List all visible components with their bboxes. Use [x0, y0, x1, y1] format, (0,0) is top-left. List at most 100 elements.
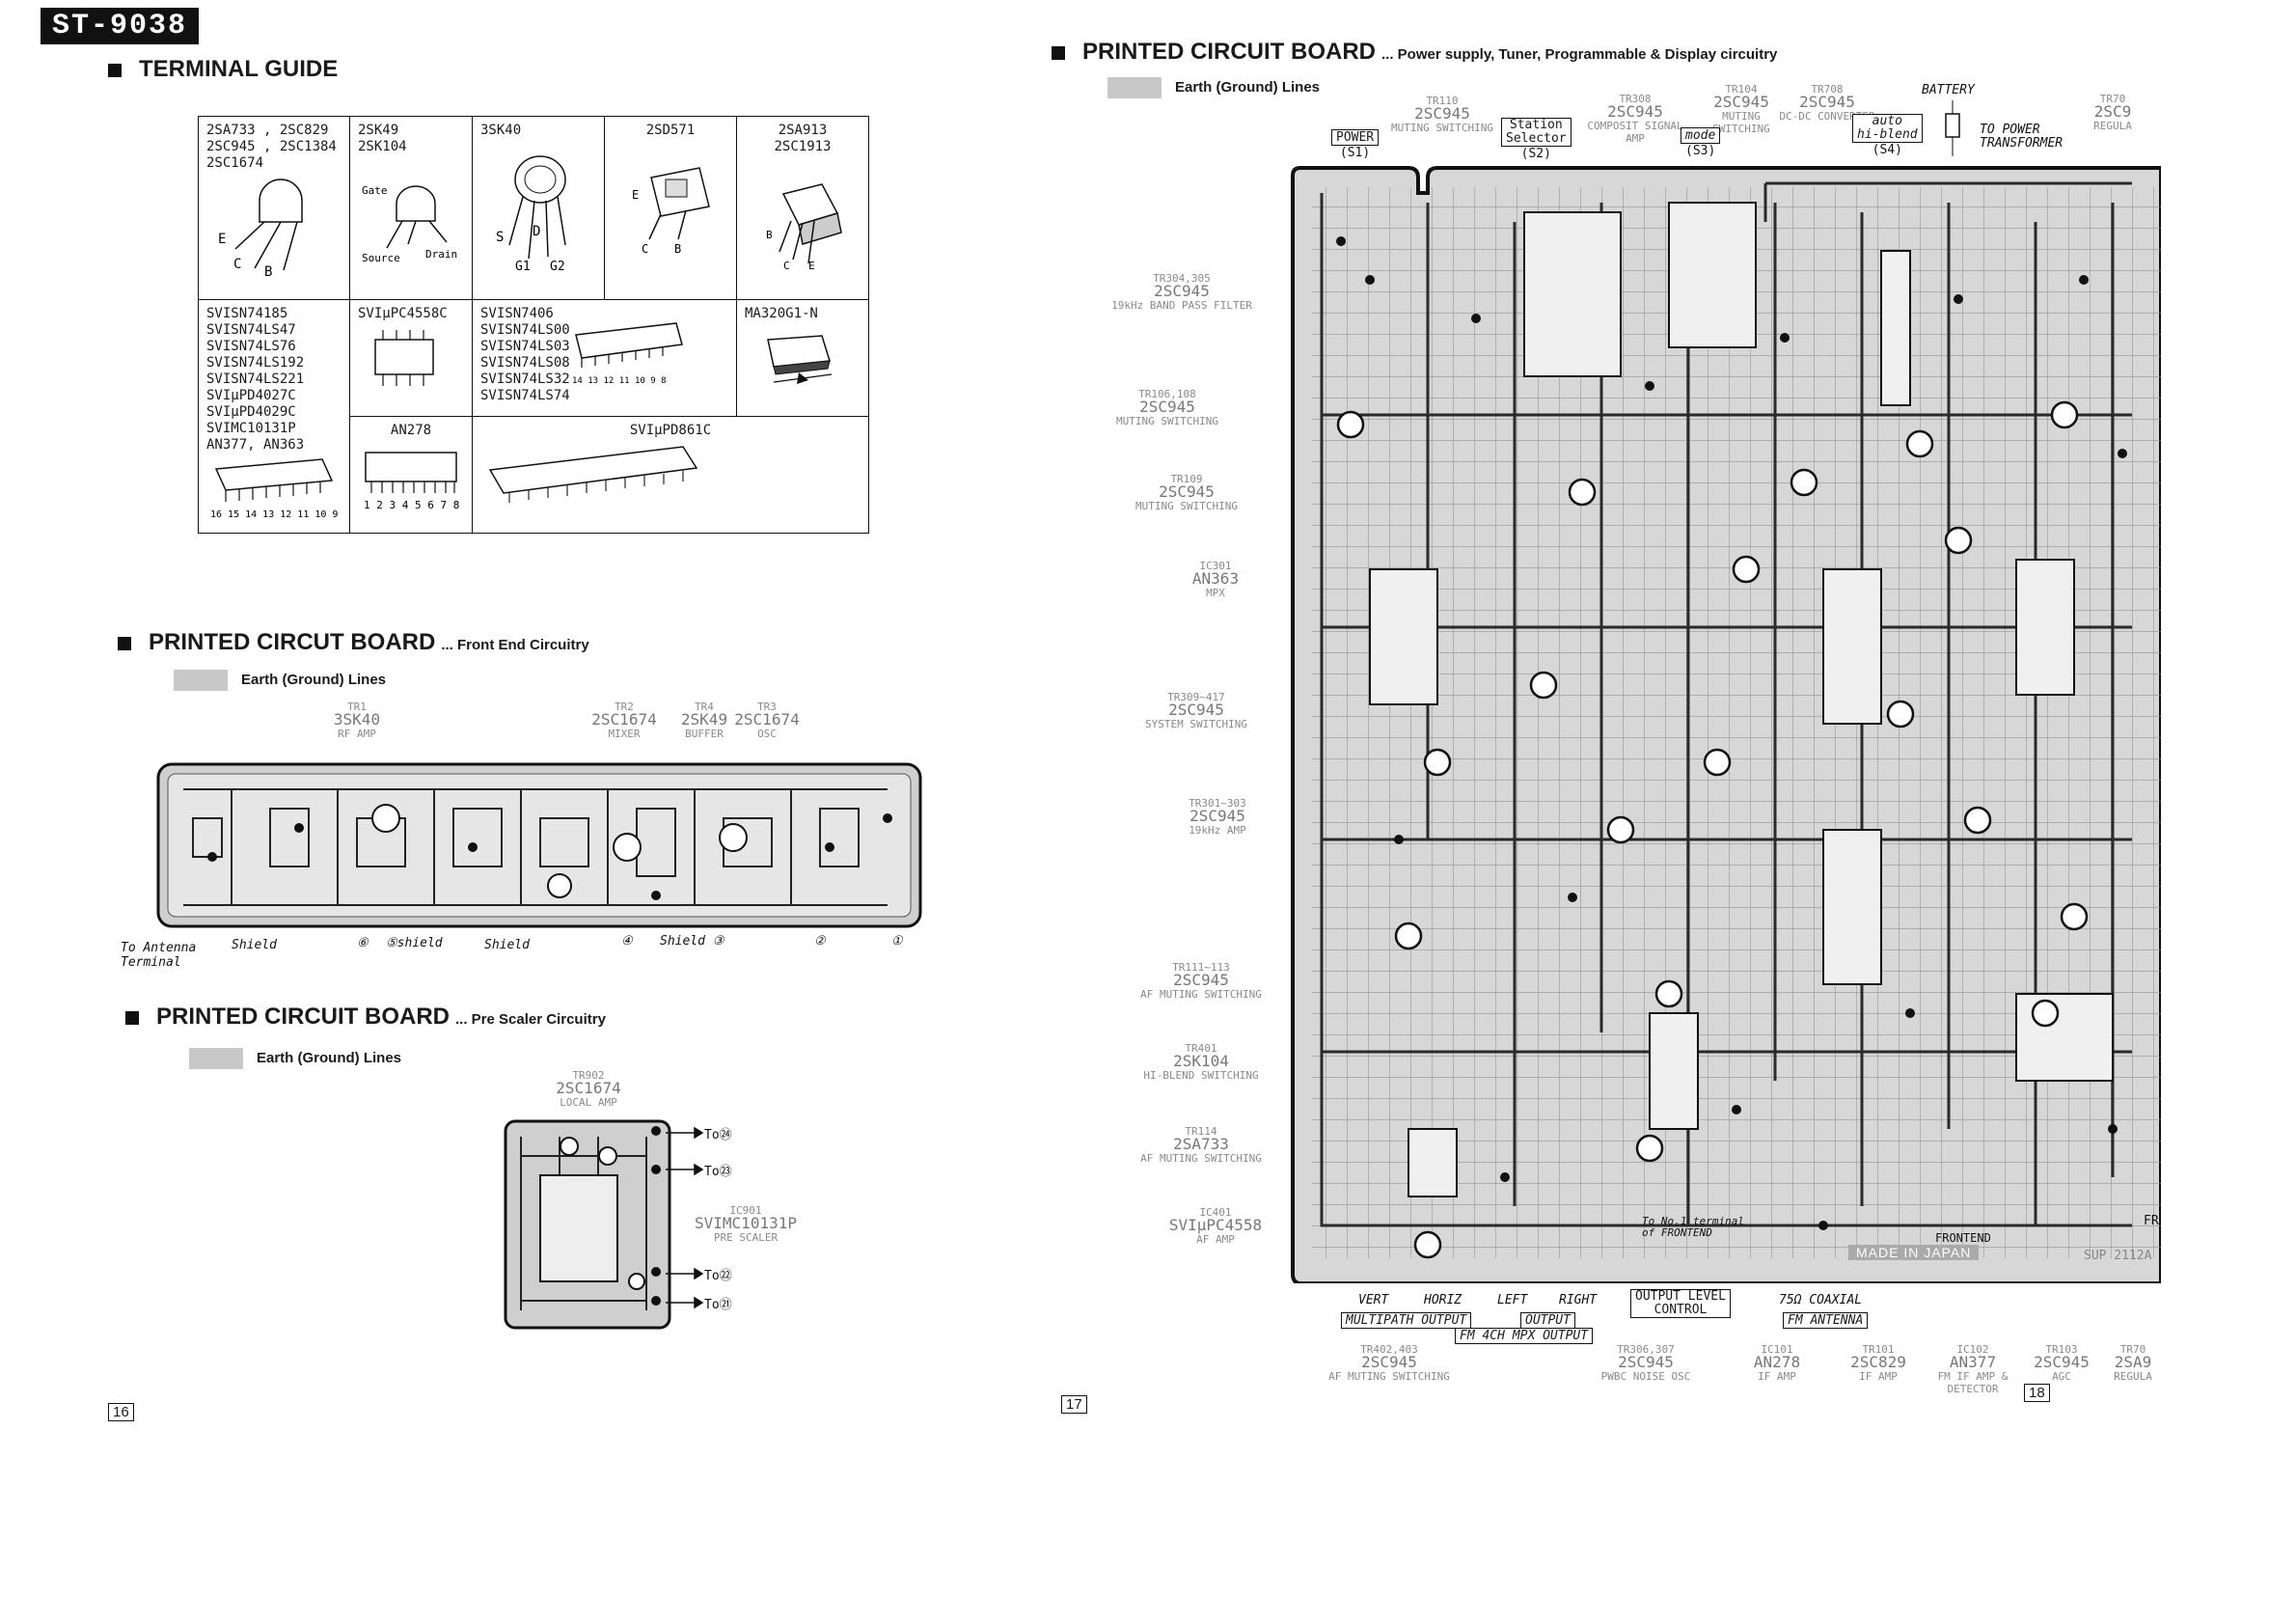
page-number-16: 16	[108, 1403, 134, 1421]
earth-legend-label: Earth (Ground) Lines	[241, 671, 386, 688]
tg-cell-power-transistor: 2SD571 E C B	[604, 116, 737, 300]
tg-cell-to220: 2SA913 2SC1913 B C E	[736, 116, 869, 300]
mb-label-output-level: OUTPUT LEVEL CONTROL	[1630, 1289, 1731, 1318]
switch-power: POWER (S1)	[1331, 129, 1380, 160]
diode-icon	[767, 335, 833, 384]
sip9-icon: 1 2 3 4 5 6 7 8 9	[364, 452, 473, 511]
fe-label-antenna: To Antenna Terminal	[121, 941, 197, 970]
tg-ls-list: SVISN7406 SVISN74LS00 SVISN74LS03 SVISN7…	[480, 306, 570, 403]
tg-upd861-label: SVIµPD861C	[629, 423, 712, 438]
dip16-icon: 16 15 14 13 12 11 10 9	[210, 458, 338, 520]
svg-text:B: B	[674, 242, 681, 255]
tg-opamp-label: SVIµPC4558C	[358, 306, 448, 321]
terminal-guide-table: 2SA733 , 2SC829 2SC945 , 2SC1384 2SC1674…	[198, 116, 869, 534]
dip14-icon: 14 13 12 11 10 9 8	[572, 322, 683, 386]
svg-text:S: S	[496, 230, 504, 245]
earth-swatch	[174, 670, 228, 691]
page-number-18: 18	[2024, 1384, 2050, 1402]
dip8-icon	[374, 330, 434, 386]
switch-label: auto hi-blend	[1852, 114, 1923, 143]
tg-parts-label: 3SK40	[480, 123, 522, 138]
switch-station-selector: Station Selector (S2)	[1501, 118, 1572, 161]
svg-text:B: B	[264, 264, 272, 278]
switch-id: (S1)	[1339, 146, 1371, 160]
to-power-transformer-label: TO POWER TRANSFORMER	[1980, 123, 2064, 151]
tg-cell-an278: AN278 1 2 3 4 5 6 7 8 9	[349, 416, 473, 534]
svg-text:E: E	[632, 188, 639, 202]
svg-text:E: E	[808, 260, 815, 271]
switch-label: mode	[1681, 127, 1721, 144]
fe-label-shield2: Shield	[484, 938, 530, 952]
switch-label: POWER	[1331, 129, 1380, 146]
svg-text:Gate: Gate	[362, 184, 388, 197]
switch-auto-hi-blend: auto hi-blend (S4)	[1852, 114, 1923, 157]
bullet-square-icon	[1052, 45, 1065, 60]
tg-ic-list: SVISN74185 SVISN74LS47 SVISN74LS76 SVISN…	[206, 306, 305, 453]
tg-parts-label: 2SK49 2SK104	[358, 123, 407, 154]
tg-cell-opamp: SVIµPC4558C	[349, 299, 473, 417]
svg-text:C: C	[642, 242, 648, 255]
svg-text:Drain: Drain	[425, 248, 457, 261]
fet-icon: Gate Source Drain	[362, 184, 457, 264]
mb-label-multipath: MULTIPATH OUTPUT	[1341, 1312, 1472, 1329]
fe-label-n5: ⑤shield	[386, 936, 443, 950]
svg-text:Source: Source	[362, 252, 400, 264]
svg-text:B: B	[766, 229, 773, 241]
front-end-title: PRINTED CIRCUT BOARD... Front End Circui…	[118, 629, 589, 656]
mb-label-fm4ch: FM 4CH MPX OUTPUT	[1455, 1328, 1594, 1344]
svg-text:14 13 12 11 10 9 8: 14 13 12 11 10 9 8	[572, 376, 667, 386]
tg-cell-ls-list: SVISN7406 SVISN74LS00 SVISN74LS03 SVISN7…	[472, 299, 737, 417]
fe-label-n1: ①	[891, 934, 903, 949]
pre-scaler-pcb	[504, 1119, 671, 1330]
dip28-icon	[488, 446, 698, 503]
battery-icon	[1945, 100, 1960, 156]
model-badge: ST-9038	[41, 8, 200, 44]
fe-label-n4: ④	[621, 934, 633, 949]
fe-label-shield3: Shield ③	[660, 934, 724, 949]
main-board-title: PRINTED CIRCUIT BOARD... Power supply, T…	[1052, 39, 1777, 66]
mb-label-left: LEFT	[1497, 1293, 1528, 1307]
svg-text:C: C	[233, 257, 241, 272]
svg-text:G2: G2	[550, 260, 565, 274]
earth-legend-label: Earth (Ground) Lines	[1175, 78, 1320, 96]
tg-parts-label: 2SA733 , 2SC829 2SC945 , 2SC1384 2SC1674	[206, 123, 337, 171]
pre-scaler-earth-legend: Earth (Ground) Lines	[189, 1048, 401, 1069]
dual-gate-mosfet-icon: S D G1 G2	[496, 155, 566, 274]
bullet-square-icon	[125, 1010, 139, 1025]
main-pcb	[1291, 166, 2161, 1283]
fe-label-shield1: Shield	[232, 938, 277, 952]
bullet-square-icon	[108, 63, 122, 77]
mb-label-fm-antenna: FM ANTENNA	[1783, 1312, 1869, 1329]
tg-cell-mosfet: 3SK40 S D G1 G2	[472, 116, 605, 300]
frontend-label: FRONTEND	[1935, 1231, 1991, 1245]
page-number-17: 17	[1061, 1395, 1087, 1414]
earth-swatch	[1107, 77, 1162, 98]
tg-diode-label: MA320G1-N	[745, 306, 818, 321]
terminal-guide-title: TERMINAL GUIDE	[108, 56, 338, 83]
sup-code-label: SUP 2112A	[2084, 1249, 2152, 1263]
made-in-japan-label: MADE IN JAPAN	[1848, 1245, 1980, 1260]
pre-scaler-subtitle: ... Pre Scaler Circuitry	[455, 1011, 606, 1028]
mb-label-coax: 75Ω COAXIAL	[1779, 1293, 1863, 1307]
svg-text:16 15 14 13 12 11 10 9: 16 15 14 13 12 11 10 9	[210, 509, 338, 520]
svg-text:D: D	[533, 224, 540, 239]
